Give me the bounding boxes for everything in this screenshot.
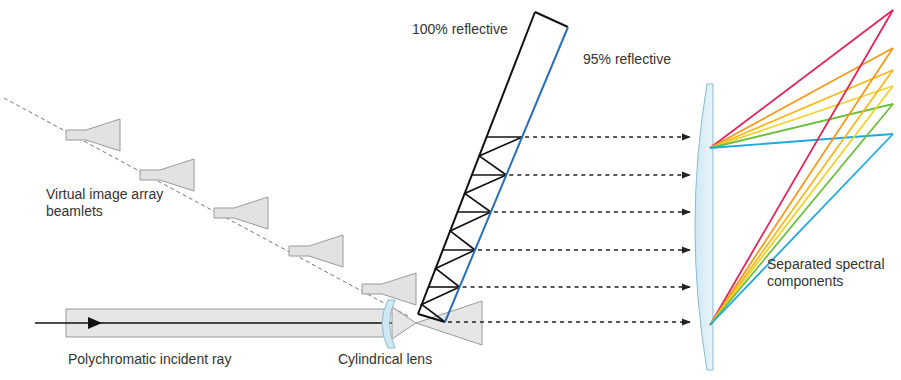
internal-reflections <box>422 137 522 322</box>
cylindrical-lens <box>382 300 395 348</box>
beamlet <box>214 197 268 229</box>
reflection-rung <box>428 286 459 288</box>
plate-bottom <box>418 314 445 322</box>
output-beamlet <box>509 174 690 175</box>
reflection-path <box>479 137 522 175</box>
spectral-ray <box>710 134 893 325</box>
reflection-path <box>465 175 507 212</box>
illustration-label: 100% reflective <box>412 21 508 38</box>
output-beams <box>448 137 690 322</box>
spectral-ray <box>710 86 893 325</box>
illustration-label: Polychromatic incident ray <box>68 351 231 368</box>
focusing-lens <box>695 84 713 370</box>
virtual-beamlets <box>66 119 416 305</box>
reflection-rung <box>458 211 491 213</box>
converging-beam <box>392 307 416 339</box>
beamlet <box>289 235 343 267</box>
spectral-ray <box>710 104 893 325</box>
illustration-label: Cylindrical lens <box>338 351 432 368</box>
output-beamlet <box>448 321 690 322</box>
output-beamlet <box>494 211 690 212</box>
output-beamlet <box>478 249 690 250</box>
spectral-ray <box>710 104 893 148</box>
illustration-label: Separated spectral components <box>767 256 897 290</box>
illustration-label: Virtual image array beamlets <box>46 186 196 220</box>
reflection-rung <box>472 174 506 176</box>
illustration-label: 95% reflective <box>583 51 671 68</box>
reflective-surface-100 <box>418 12 535 314</box>
virtual-image-axis <box>4 98 408 316</box>
output-beamlet <box>525 136 690 137</box>
spectral-ray <box>710 86 893 148</box>
spectral-ray <box>710 10 893 148</box>
spectral-ray <box>710 48 893 148</box>
ray-arrowhead <box>88 317 102 329</box>
reflection-rung <box>443 249 475 251</box>
output-beamlet <box>463 286 690 287</box>
plate-top <box>535 12 568 27</box>
beamlet <box>66 119 120 151</box>
reflection-rung <box>487 136 523 138</box>
